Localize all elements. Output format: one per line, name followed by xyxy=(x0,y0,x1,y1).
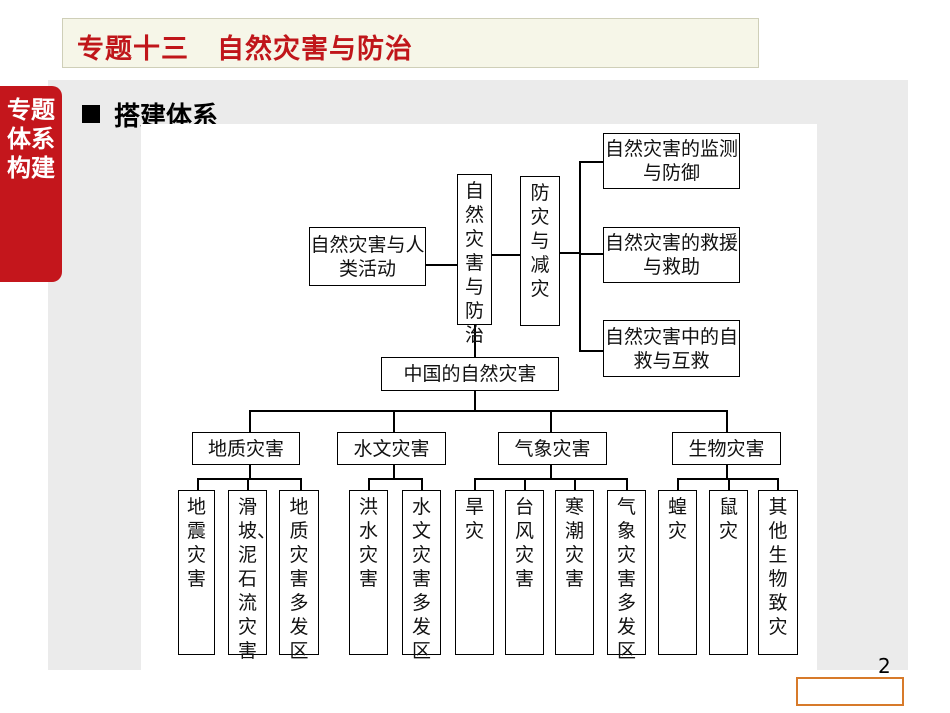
connector xyxy=(421,478,423,490)
connector xyxy=(474,478,627,480)
connector xyxy=(425,264,457,266)
connector xyxy=(579,161,581,351)
node-item: 水文灾害多发区 xyxy=(402,490,441,662)
node-human-activity: 自然灾害与人类活动 xyxy=(309,227,426,286)
node-item: 滑坡、泥石流灾害 xyxy=(228,490,276,662)
connector xyxy=(247,478,249,490)
node-item: 地质灾害多发区 xyxy=(279,490,319,662)
connector xyxy=(300,478,302,490)
node-item: 气象灾害多发区 xyxy=(607,490,646,662)
connector xyxy=(579,350,603,352)
concept-diagram: 自然灾害与人类活动 自然灾害与防治 防灾与减灾 自然灾害的监测与防御 自然灾害的… xyxy=(141,124,817,670)
node-item: 旱灾 xyxy=(455,490,494,655)
connector xyxy=(393,410,395,432)
connector xyxy=(491,254,520,256)
connector xyxy=(728,478,730,490)
connector xyxy=(726,410,728,432)
connector xyxy=(574,478,576,490)
title-banner: 专题十三 自然灾害与防治 xyxy=(62,18,759,68)
connector xyxy=(249,410,726,412)
connector xyxy=(197,478,199,490)
connector xyxy=(726,464,728,478)
node-item: 其他生物致灾 xyxy=(758,490,798,655)
node-item: 洪水灾害 xyxy=(349,490,388,655)
connector xyxy=(474,478,476,490)
connector xyxy=(474,390,476,410)
node-item: 寒潮灾害 xyxy=(555,490,594,655)
connector xyxy=(677,478,778,480)
connector xyxy=(579,253,603,255)
connector xyxy=(249,464,251,478)
node-category: 生物灾害 xyxy=(672,432,781,465)
connector xyxy=(777,478,779,490)
page-frame xyxy=(796,677,904,706)
node-china: 中国的自然灾害 xyxy=(381,357,559,391)
node-measure: 自然灾害的监测与防御 xyxy=(603,133,740,189)
connector xyxy=(626,478,628,490)
connector xyxy=(550,464,552,478)
node-category: 地质灾害 xyxy=(192,432,300,465)
connector xyxy=(550,410,552,432)
node-category: 气象灾害 xyxy=(498,432,607,465)
connector xyxy=(368,478,370,490)
connector xyxy=(524,478,526,490)
side-tab-label: 专题体系构建 xyxy=(7,96,55,182)
node-prevention: 防灾与减灾 xyxy=(520,176,560,326)
node-category: 水文灾害 xyxy=(337,432,446,465)
square-bullet-icon xyxy=(82,105,100,123)
node-item: 蝗灾 xyxy=(658,490,697,655)
connector xyxy=(368,478,422,480)
connector xyxy=(393,464,395,478)
node-item: 地震灾害 xyxy=(178,490,215,655)
node-root: 自然灾害与防治 xyxy=(457,174,492,346)
connector xyxy=(579,161,603,163)
node-item: 鼠灾 xyxy=(709,490,748,655)
connector xyxy=(197,478,301,480)
connector xyxy=(559,252,579,254)
node-item: 台风灾害 xyxy=(505,490,544,655)
connector xyxy=(677,478,679,490)
connector xyxy=(474,324,476,357)
node-measure: 自然灾害中的自救与互救 xyxy=(603,320,740,377)
node-measure: 自然灾害的救援与救助 xyxy=(603,227,740,283)
page-number: 2 xyxy=(878,654,891,678)
page-title: 专题十三 自然灾害与防治 xyxy=(77,34,413,65)
side-tab[interactable]: 专题体系构建 xyxy=(0,86,62,282)
connector xyxy=(249,410,251,432)
